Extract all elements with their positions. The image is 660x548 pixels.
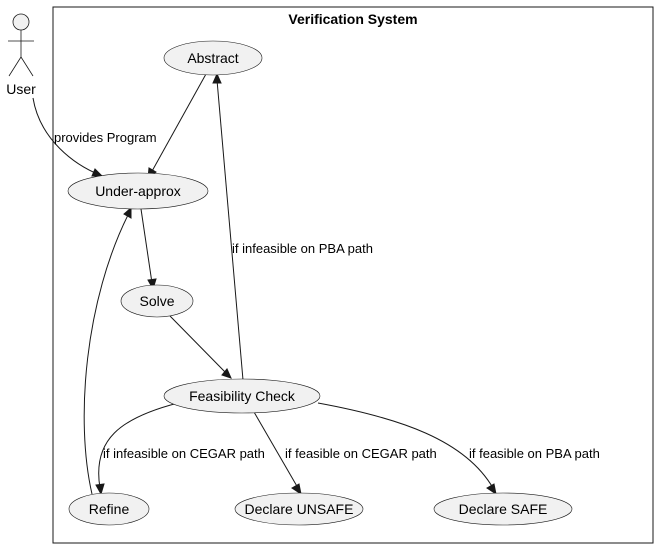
edge-refine-to-under-approx bbox=[83, 206, 132, 495]
edge-feasibility-to-declare-unsafe bbox=[253, 411, 302, 496]
edge-label-provides-program: provides Program bbox=[54, 130, 157, 145]
edge-label-feasible-cegar: if feasible on CEGAR path bbox=[285, 446, 437, 461]
use-case-declare-unsafe-label: Declare UNSAFE bbox=[245, 501, 354, 517]
use-case-abstract-label: Abstract bbox=[187, 50, 238, 66]
edge-label-infeasible-pba: if infeasible on PBA path bbox=[232, 241, 373, 256]
edge-label-feasible-pba: if feasible on PBA path bbox=[469, 446, 600, 461]
edge-under-approx-to-solve bbox=[140, 208, 157, 291]
use-case-declare-unsafe[interactable]: Declare UNSAFE bbox=[234, 492, 364, 526]
system-title: Verification System bbox=[288, 11, 417, 27]
use-case-under-approx-label: Under-approx bbox=[95, 183, 181, 199]
edge-solve-to-feasibility bbox=[169, 315, 232, 379]
use-case-declare-safe-label: Declare SAFE bbox=[459, 501, 548, 517]
system-boundary bbox=[52, 6, 654, 544]
edge-feasibility-to-refine bbox=[95, 402, 179, 496]
edge-feasibility-to-abstract bbox=[212, 72, 244, 381]
stick-figure-icon bbox=[8, 13, 34, 77]
user-actor[interactable]: User bbox=[6, 13, 36, 97]
use-case-refine[interactable]: Refine bbox=[68, 492, 150, 526]
use-case-feasibility-check-label: Feasibility Check bbox=[189, 388, 296, 404]
use-case-declare-safe[interactable]: Declare SAFE bbox=[433, 492, 573, 526]
use-case-feasibility-check[interactable]: Feasibility Check bbox=[163, 378, 321, 414]
use-case-abstract[interactable]: Abstract bbox=[163, 40, 263, 76]
use-case-solve[interactable]: Solve bbox=[120, 284, 194, 318]
edge-feasibility-to-declare-safe bbox=[317, 402, 497, 496]
use-case-refine-label: Refine bbox=[89, 501, 130, 517]
edge-user-to-under-approx bbox=[32, 97, 104, 177]
actor-label: User bbox=[6, 81, 36, 97]
edge-label-infeasible-cegar: if infeasible on CEGAR path bbox=[103, 446, 265, 461]
use-case-solve-label: Solve bbox=[139, 293, 174, 309]
use-case-under-approx[interactable]: Under-approx bbox=[67, 172, 209, 210]
